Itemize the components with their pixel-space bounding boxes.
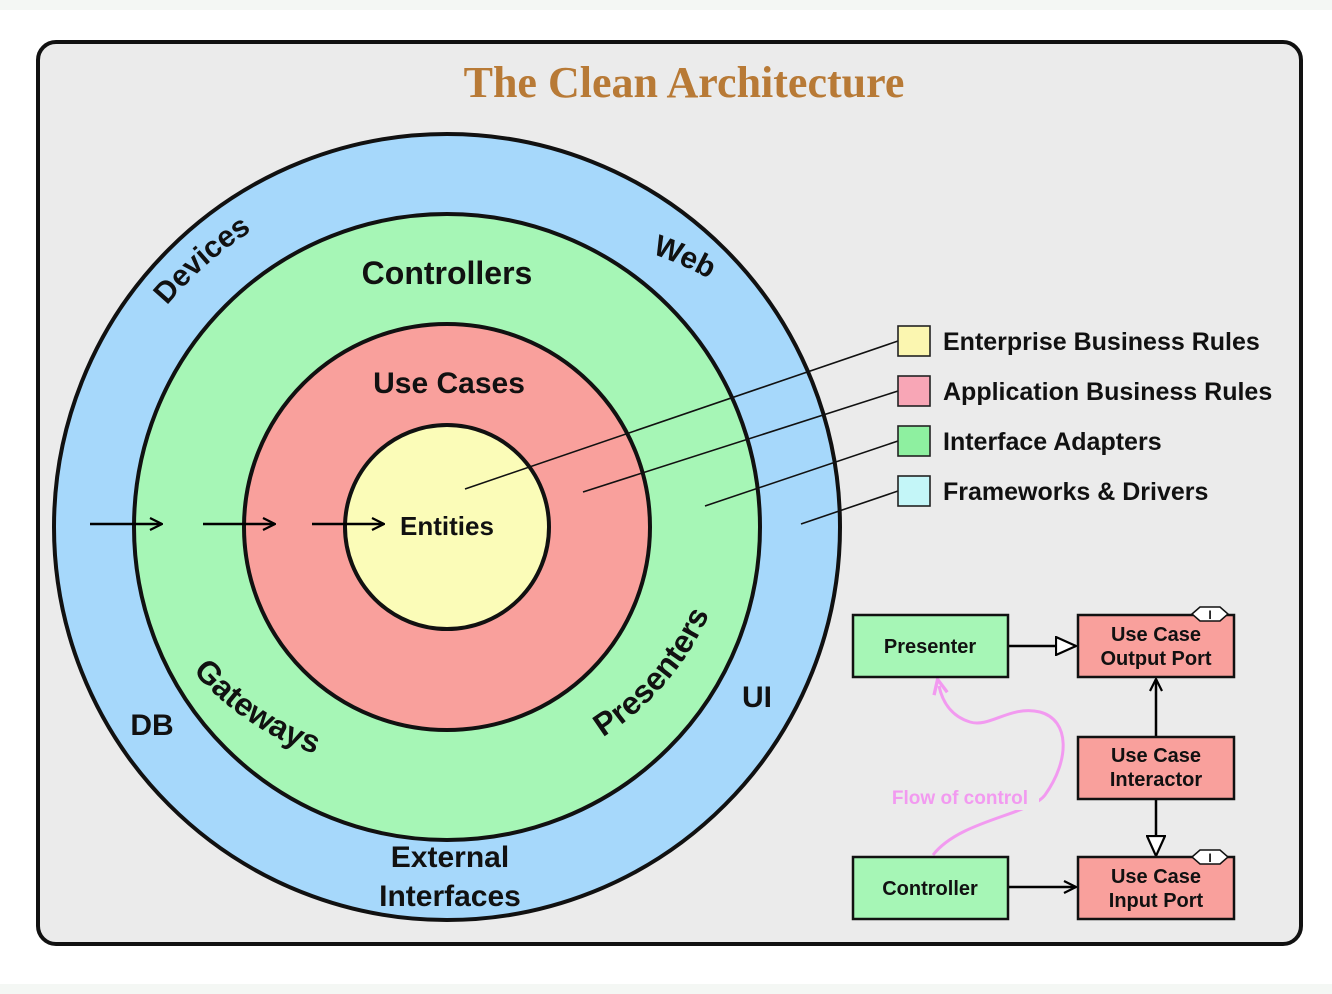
legend-leader-adapters bbox=[704, 440, 899, 507]
input-port-line-1: Use Case bbox=[1111, 866, 1201, 888]
legend-swatch bbox=[897, 425, 931, 457]
output-port-box: Use Case Output Port I bbox=[1076, 606, 1236, 679]
legend-label: Frameworks & Drivers bbox=[943, 478, 1208, 506]
controller-label: Controller bbox=[882, 878, 978, 900]
legend-label: Interface Adapters bbox=[943, 428, 1162, 456]
flow-of-control-label: Flow of control bbox=[892, 788, 1028, 809]
legend-item-application: Application Business Rules bbox=[897, 375, 1272, 407]
legend-leader-application bbox=[582, 390, 899, 493]
flow-of-control-curve bbox=[931, 686, 1065, 856]
interface-badge-label: I bbox=[1208, 608, 1211, 622]
controllers-label: Controllers bbox=[362, 255, 533, 291]
legend-label: Enterprise Business Rules bbox=[943, 328, 1260, 356]
legend-leader-frameworks bbox=[800, 490, 899, 525]
output-port-box-rect bbox=[1076, 613, 1236, 679]
external-label: External bbox=[391, 841, 509, 874]
presenter-box-rect bbox=[851, 613, 1010, 679]
legend-swatch bbox=[897, 325, 931, 357]
legend-item-adapters: Interface Adapters bbox=[897, 425, 1162, 457]
presenter-box: Presenter bbox=[851, 613, 1010, 679]
top-strip bbox=[0, 0, 1332, 10]
output-port-line-1: Use Case bbox=[1111, 624, 1201, 646]
interactor-box: Use Case Interactor bbox=[1076, 735, 1236, 801]
output-port-line-2: Output Port bbox=[1100, 648, 1211, 670]
interfaces-label: Interfaces bbox=[379, 880, 521, 913]
bottom-strip bbox=[0, 984, 1332, 994]
input-port-box-rect bbox=[1076, 855, 1236, 921]
interface-badge-icon: I bbox=[1190, 849, 1230, 865]
legend-item-frameworks: Frameworks & Drivers bbox=[897, 475, 1208, 507]
entities-label: Entities bbox=[400, 511, 494, 541]
interface-badge-label: I bbox=[1208, 851, 1211, 865]
interface-badge-icon: I bbox=[1190, 606, 1230, 622]
legend: Enterprise Business Rules Application Bu… bbox=[897, 325, 1272, 507]
entities-circle bbox=[343, 423, 551, 631]
legend-swatch bbox=[897, 375, 931, 407]
ui-label: UI bbox=[742, 681, 772, 714]
legend-leader-enterprise bbox=[464, 340, 899, 490]
controller-box-rect bbox=[851, 855, 1010, 921]
diagram-title: The Clean Architecture bbox=[464, 58, 905, 107]
legend-swatch bbox=[897, 475, 931, 507]
interactor-box-rect bbox=[1076, 735, 1236, 801]
db-label: DB bbox=[130, 709, 173, 742]
flow-label-backdrop bbox=[883, 784, 1039, 810]
presenter-label: Presenter bbox=[884, 636, 976, 658]
legend-label: Application Business Rules bbox=[943, 378, 1272, 406]
legend-item-enterprise: Enterprise Business Rules bbox=[897, 325, 1260, 357]
interactor-line-1: Use Case bbox=[1111, 745, 1201, 767]
interactor-line-2: Interactor bbox=[1110, 769, 1202, 791]
input-port-box: Use Case Input Port I bbox=[1076, 849, 1236, 921]
controller-box: Controller bbox=[851, 855, 1010, 921]
input-port-line-2: Input Port bbox=[1109, 890, 1204, 912]
use-cases-label: Use Cases bbox=[373, 367, 525, 400]
